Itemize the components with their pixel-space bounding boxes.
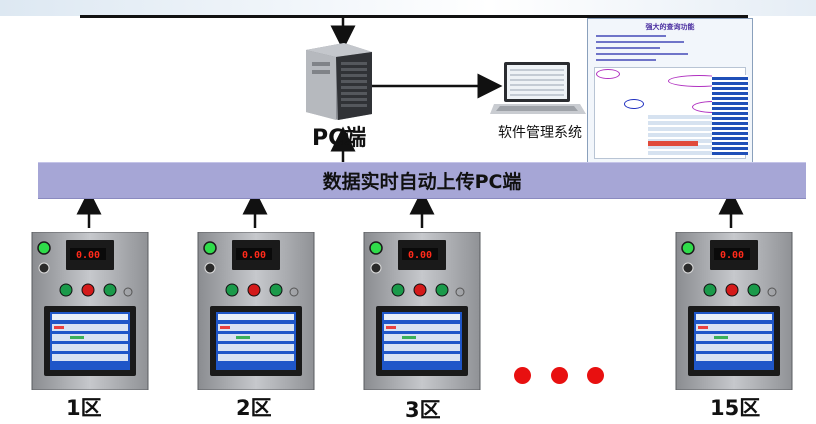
start-button — [391, 283, 405, 297]
start-button — [59, 283, 73, 297]
hmi-row — [384, 324, 460, 331]
zone-label-15: 15区 — [710, 396, 761, 420]
controller-readout: 0.00 — [408, 250, 432, 261]
run-button — [435, 283, 449, 297]
hmi-row — [218, 344, 294, 351]
hmi-status-mark — [386, 326, 396, 329]
run-button — [269, 283, 283, 297]
hmi-status-mark — [714, 336, 728, 339]
hmi-row — [696, 354, 772, 361]
controller-readout: 0.00 — [76, 250, 100, 261]
stop-button — [247, 283, 261, 297]
hmi-row — [384, 354, 460, 361]
hmi-row — [52, 334, 128, 341]
screenshot-title: 强大的查询功能 — [645, 23, 695, 31]
start-button — [703, 283, 717, 297]
control-cabinet-15: 0.00 — [674, 231, 794, 391]
controller-display — [714, 248, 750, 260]
hmi-status-mark — [220, 326, 230, 329]
server-icon — [306, 43, 372, 120]
screenshot-highlight — [596, 69, 620, 79]
upload-bar-label: 数据实时自动上传PC端 — [322, 171, 522, 193]
screenshot-text-line — [596, 35, 666, 37]
laptop-icon — [490, 62, 586, 114]
selector-knob — [204, 262, 216, 274]
green-indicator-light — [203, 241, 217, 255]
start-button — [225, 283, 239, 297]
green-indicator-light — [37, 241, 51, 255]
zone-label-1: 1区 — [66, 396, 102, 420]
screenshot-alert-row — [648, 141, 698, 146]
hmi-header — [696, 314, 772, 320]
ellipsis-dot — [587, 367, 604, 384]
hmi-status-mark — [70, 336, 84, 339]
controller-display — [70, 248, 106, 260]
hmi-status-mark — [54, 326, 64, 329]
stop-button — [413, 283, 427, 297]
upload-bar: 数据实时自动上传PC端 — [38, 162, 806, 199]
screenshot-text-line — [596, 47, 660, 49]
hmi-header — [218, 314, 294, 320]
key-switch — [455, 287, 465, 297]
software-label: 软件管理系统 — [498, 125, 582, 141]
hmi-row — [384, 334, 460, 341]
stop-button — [725, 283, 739, 297]
green-indicator-light — [681, 241, 695, 255]
hmi-row — [696, 324, 772, 331]
selector-knob — [370, 262, 382, 274]
hmi-header — [384, 314, 460, 320]
hmi-row — [218, 324, 294, 331]
screenshot-text-line — [596, 53, 688, 55]
hmi-row — [52, 354, 128, 361]
key-switch — [289, 287, 299, 297]
key-switch — [123, 287, 133, 297]
hmi-status-mark — [402, 336, 416, 339]
screenshot-side-table — [712, 75, 748, 155]
run-button — [103, 283, 117, 297]
controller-display — [236, 248, 272, 260]
cabinet-drawing: 0.00 — [31, 231, 149, 391]
hmi-row — [696, 344, 772, 351]
stop-button — [81, 283, 95, 297]
software-screenshot: 强大的查询功能 — [587, 18, 753, 164]
zone-label-3: 3区 — [405, 398, 441, 422]
hmi-row — [52, 324, 128, 331]
run-button — [747, 283, 761, 297]
controller-display — [402, 248, 438, 260]
screenshot-text-line — [596, 59, 656, 61]
control-cabinet-2: 0.00 — [196, 231, 316, 391]
cabinet-drawing: 0.00 — [675, 231, 793, 391]
hmi-status-mark — [236, 336, 250, 339]
ellipsis-dot — [514, 367, 531, 384]
server-bus-line — [80, 15, 748, 18]
ellipsis-dot — [551, 367, 568, 384]
header-band — [0, 0, 816, 16]
selector-knob — [682, 262, 694, 274]
green-indicator-light — [369, 241, 383, 255]
cabinet-drawing: 0.00 — [197, 231, 315, 391]
cabinet-drawing: 0.00 — [363, 231, 481, 391]
controller-readout: 0.00 — [242, 250, 266, 261]
zone-label-2: 2区 — [236, 396, 272, 420]
controller-readout: 0.00 — [720, 250, 744, 261]
hmi-row — [218, 334, 294, 341]
key-switch — [767, 287, 777, 297]
hmi-row — [384, 344, 460, 351]
pc-label: PC端 — [312, 126, 367, 151]
hmi-row — [52, 344, 128, 351]
hmi-status-mark — [698, 326, 708, 329]
control-cabinet-3: 0.00 — [362, 231, 482, 391]
selector-knob — [38, 262, 50, 274]
screenshot-highlight — [624, 99, 644, 109]
control-cabinet-1: 0.00 — [30, 231, 150, 391]
hmi-row — [218, 354, 294, 361]
hmi-header — [52, 314, 128, 320]
hmi-row — [696, 334, 772, 341]
screenshot-text-line — [596, 41, 684, 43]
